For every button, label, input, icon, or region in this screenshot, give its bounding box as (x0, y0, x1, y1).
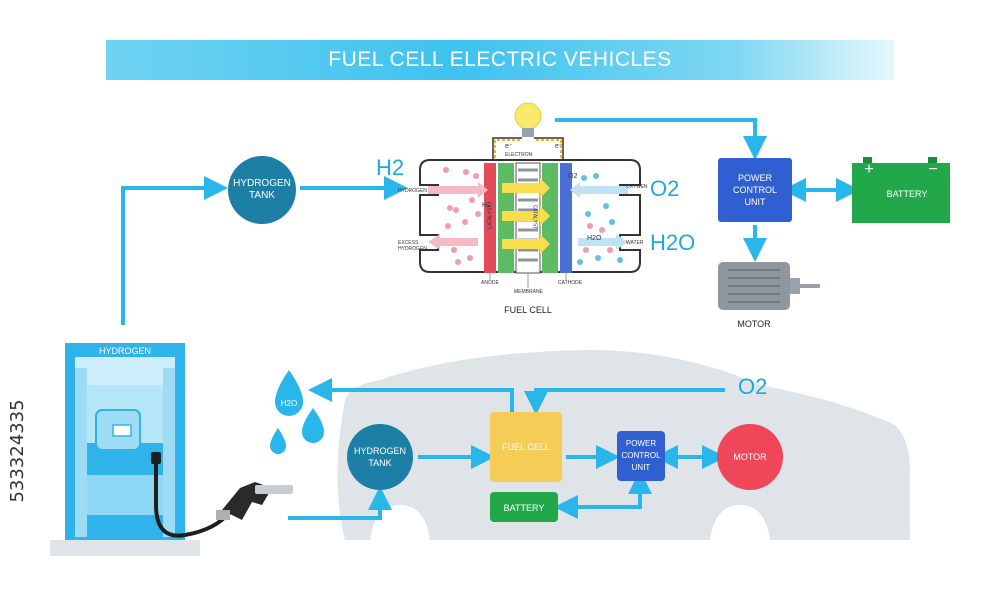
cathode-label: CATHODE (558, 280, 583, 286)
battery-bottom (490, 492, 558, 522)
hydrogen-tank-bottom-label: HYDROGEN TANK (353, 446, 406, 468)
fuel-cell-bottom-label: FUEL CELL (502, 442, 550, 452)
inner-o2-label: O2 (568, 173, 578, 180)
page-title: FUEL CELL ELECTRIC VEHICLES (328, 48, 672, 71)
water-drops (270, 370, 324, 454)
water-drop-medium (302, 408, 324, 443)
catalyst-right-label: CATALYST (531, 204, 538, 230)
oxygen-in-arrow (570, 182, 628, 198)
power-control-unit-top-label: POWER CONTROL UNIT (732, 173, 777, 207)
excess-hydrogen-arrow (428, 234, 478, 250)
power-control-unit-bottom (617, 431, 665, 481)
water-molecules (583, 223, 613, 253)
hydrogen-tank-top-label: HYDROGEN TANK (233, 178, 291, 201)
cathode-plate (560, 163, 572, 273)
fuel-cell-bottom (490, 412, 562, 482)
water-drop-large (275, 370, 303, 416)
fuel-nozzle-icon (151, 452, 293, 538)
power-control-unit-bottom-label: POWER CONTROL UNIT (621, 439, 661, 472)
station-label: HYDROGEN (98, 346, 151, 356)
water-out-arrow (578, 234, 628, 250)
inner-h2-label: H2 (482, 202, 491, 209)
motor-bottom (717, 424, 783, 490)
water-drop-small (270, 428, 286, 454)
light-bulb-icon (514, 102, 542, 130)
electron-label: ELECTRON (505, 152, 533, 158)
o2-label-bottom: O2 (738, 374, 768, 399)
power-control-unit-top (718, 158, 792, 222)
oxygen-in-label: OXYGEN (626, 184, 648, 190)
electron-flow-arrow (494, 139, 520, 158)
hydrogen-in-label: HYDROGEN (398, 188, 427, 194)
e-right-label: e⁻ (555, 143, 563, 150)
excess-hydrogen-label: EXCESS HYDROGEN (398, 240, 427, 252)
membrane-label: MEMBRANE (514, 289, 543, 295)
hydrogen-molecules (443, 167, 481, 265)
fuel-cell-schematic (419, 102, 641, 288)
flow-lines-top (121, 118, 860, 325)
battery-pcu-line-bottom (554, 470, 652, 519)
nozzle-to-tank-line (288, 486, 392, 520)
fuelcell-water-out-line (308, 378, 514, 412)
fuelcell-to-pcu-line (555, 118, 767, 160)
battery-top (852, 157, 950, 223)
o2-label-top: O2 (650, 176, 680, 201)
battery-top-minus: − (928, 161, 938, 178)
water-out-label: WATER (626, 240, 644, 246)
hydrogen-tank-top (228, 156, 296, 224)
station-to-tank-line (121, 176, 228, 325)
battery-top-plus: + (864, 161, 874, 178)
motor-top (718, 262, 820, 310)
e-left-label: e⁻ (505, 143, 513, 150)
hydrogen-in-arrow (428, 182, 488, 198)
light-bulb-base (522, 128, 534, 137)
oxygen-molecules (577, 173, 623, 265)
proton-arrows (502, 178, 550, 254)
anode-label: ANODE (481, 280, 499, 286)
battery-bottom-label: BATTERY (503, 503, 545, 513)
h2-label-top: H2 (376, 155, 405, 180)
motor-top-label: MOTOR (737, 319, 771, 329)
electron-wire (492, 137, 564, 160)
flow-lines-bottom (288, 378, 726, 520)
hydrogen-tank-bottom (347, 424, 413, 490)
fuel-cell-caption: FUEL CELL (504, 305, 552, 315)
h2o-label-top: H2O (650, 230, 696, 255)
battery-top-label: BATTERY (886, 189, 928, 199)
water-drop-label: H2O (280, 399, 298, 408)
hydrogen-station (50, 343, 200, 556)
motor-bottom-label: MOTOR (733, 452, 767, 462)
inner-h2o-label: H2O (587, 235, 602, 242)
title-bar (106, 40, 894, 80)
oxygen-in-line (524, 388, 725, 415)
